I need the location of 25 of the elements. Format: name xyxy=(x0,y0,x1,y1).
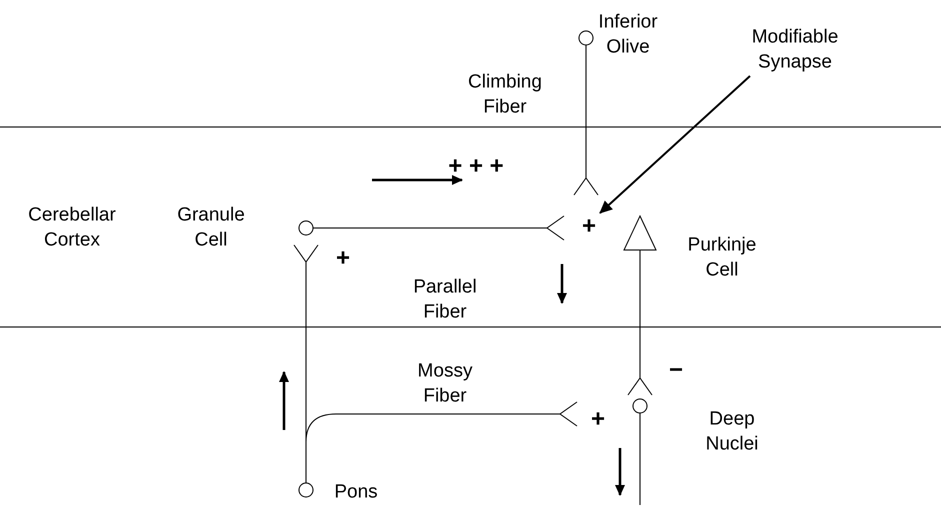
cell-body-circle xyxy=(632,398,648,414)
sign-label: + xyxy=(590,404,606,434)
nerve-fiber xyxy=(306,402,578,484)
leader-arrow xyxy=(599,75,751,214)
cell-label: Deep Nuclei xyxy=(704,407,760,456)
nerve-fiber xyxy=(312,216,564,240)
cell-body-circle xyxy=(298,220,314,236)
cell-label: Granule Cell xyxy=(176,203,246,252)
cell-label: Inferior Olive xyxy=(597,10,659,59)
sign-label: + xyxy=(334,243,351,274)
sign-label: + + + xyxy=(447,151,505,182)
sign-label: + xyxy=(580,211,597,242)
sign-label: − xyxy=(668,355,684,386)
fiber-label: Parallel Fiber xyxy=(412,275,478,324)
cell-body-circle xyxy=(298,482,314,498)
fiber-label: Mossy Fiber xyxy=(416,359,474,408)
nerve-fiber xyxy=(628,250,652,396)
cell-body-triangle xyxy=(623,215,657,251)
fiber-label: Climbing Fiber xyxy=(467,70,543,119)
region-label: Cerebellar Cortex xyxy=(27,203,117,252)
cell-label: Purkinje Cell xyxy=(686,233,758,282)
nerve-fiber xyxy=(574,44,598,196)
cell-label: Pons xyxy=(333,480,379,505)
cell-body-circle xyxy=(578,30,594,46)
callout-text: Modifiable Synapse xyxy=(750,25,840,74)
